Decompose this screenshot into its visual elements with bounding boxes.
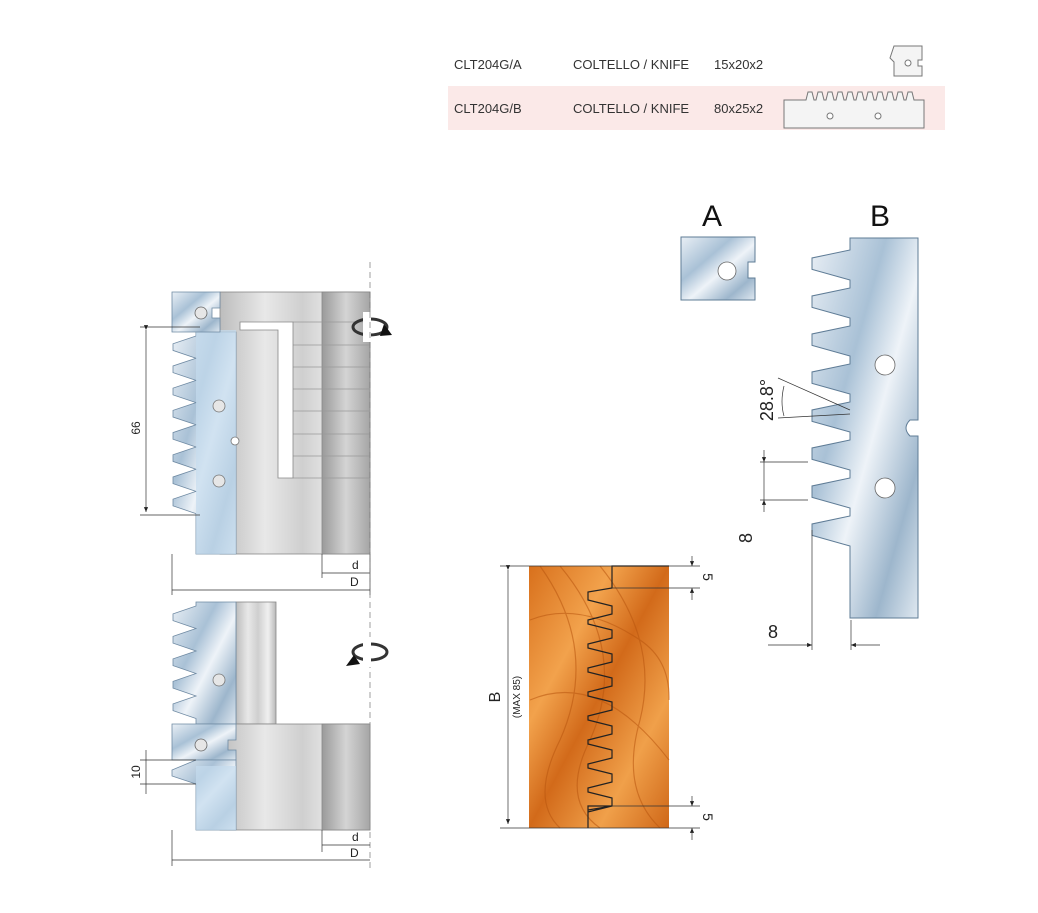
knife-b-drawing [811,237,919,619]
workpiece-wood [529,565,670,829]
workpiece-max-label: (MAX 85) [512,676,523,718]
knife-code: CLT204G/B [454,100,522,116]
base-offset-label: 8 [768,622,778,642]
knife-description: COLTELLO / KNIFE [573,100,690,116]
base-offset-dimension [768,530,880,650]
pitch-label: 8 [736,533,756,543]
knife-row-a: CLT204G/A COLTELLO / KNIFE 15x20x2 [448,42,945,86]
knife-a-drawing [680,236,756,301]
knife-b-thumb [783,91,925,129]
angle-annotation [777,377,851,419]
workpiece-dimensions [500,556,700,840]
d-large-bottom: D [350,846,359,860]
knife-a-label: A [702,200,722,233]
knife-row-b: CLT204G/B COLTELLO / KNIFE 80x25x2 [448,86,945,130]
cutter-assembly-bottom [171,601,371,831]
pitch-dimension [760,450,808,512]
knife-a-thumb [889,45,923,77]
knife-b-label: B [870,200,890,233]
d-small-top: d [352,558,359,572]
margin-bottom-label: 5 [700,813,716,821]
d-small-bottom: d [352,830,359,844]
diameter-lines-bottom [171,830,370,866]
dimension-10 [140,750,196,794]
d-large-top: D [350,575,359,589]
margin-top-label: 5 [700,573,716,581]
cutter-assembly-top [171,291,371,555]
dimension-66-label: 66 [129,421,143,435]
knife-table: CLT204G/A COLTELLO / KNIFE 15x20x2 CLT20… [448,42,945,130]
knife-size: 80x25x2 [714,100,764,116]
workpiece-b-label: B [487,692,504,703]
dimension-10-label: 10 [129,765,143,779]
rotation-arrow-icon [346,637,389,667]
dimension-66 [140,325,200,516]
diameter-lines-top [171,554,371,595]
knife-description: COLTELLO / KNIFE [573,56,690,72]
knife-size: 15x20x2 [714,56,764,72]
angle-label: 28.8° [757,379,777,421]
knife-code: CLT204G/A [454,56,522,72]
